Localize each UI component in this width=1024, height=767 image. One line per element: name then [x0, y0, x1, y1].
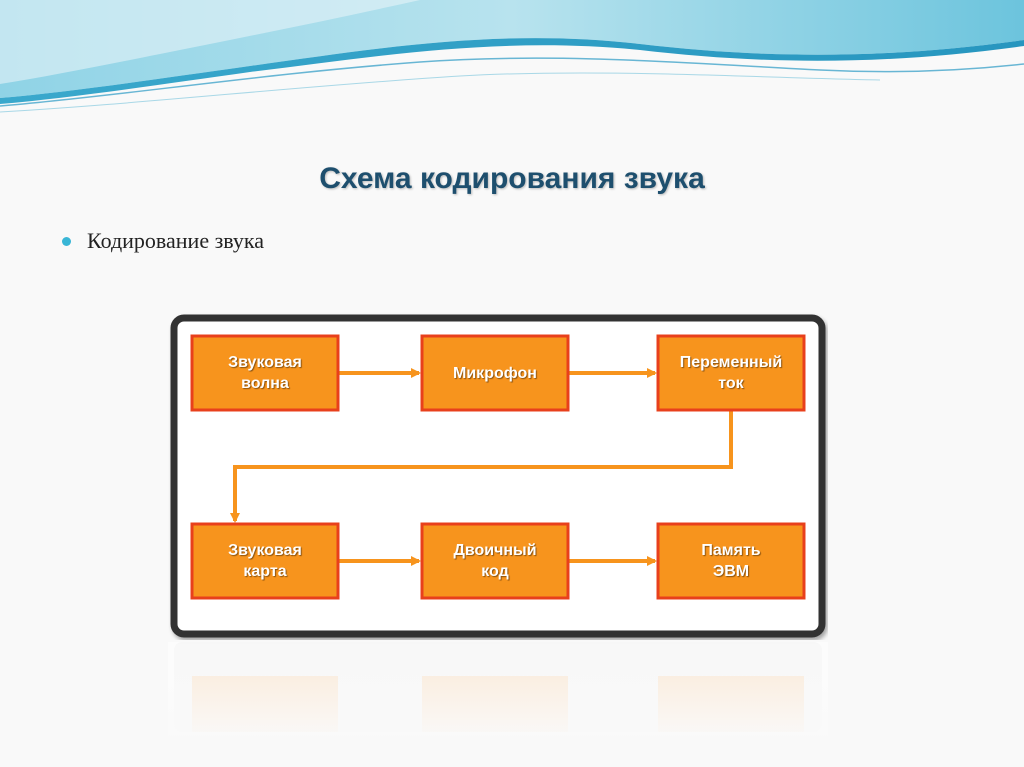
- bullet-item: Кодирование звука: [62, 228, 264, 254]
- diagram-canvas: [170, 314, 826, 638]
- node-label-sound-card: Звуковая карта: [228, 542, 302, 580]
- node-box-sound-card: [190, 522, 340, 600]
- node-box-alternating-current: [656, 334, 806, 412]
- node-label-alternating-current: Переменный ток: [679, 354, 783, 392]
- arrow-alternating-current-to-sound-card: [230, 411, 733, 523]
- node-box-sound-wave: [190, 334, 340, 412]
- node-label-binary-code: Двоичный код: [453, 542, 537, 580]
- bullet-dot-icon: [62, 236, 71, 246]
- bullet-text: Кодирование звука: [87, 228, 265, 253]
- diagram-reflection: [168, 642, 828, 742]
- node-box-microphone: [420, 334, 570, 412]
- node-label-computer-memory: Память ЭВМ: [701, 542, 761, 580]
- node-box-computer-memory: [656, 522, 806, 600]
- node-label-sound-wave: Звуковая волна: [228, 354, 302, 392]
- slide-title: Схема кодирования звука: [319, 162, 705, 195]
- header-wave-decoration: [0, 0, 1024, 113]
- node-box-binary-code: [420, 522, 570, 600]
- node-label-microphone: Микрофон: [453, 364, 537, 382]
